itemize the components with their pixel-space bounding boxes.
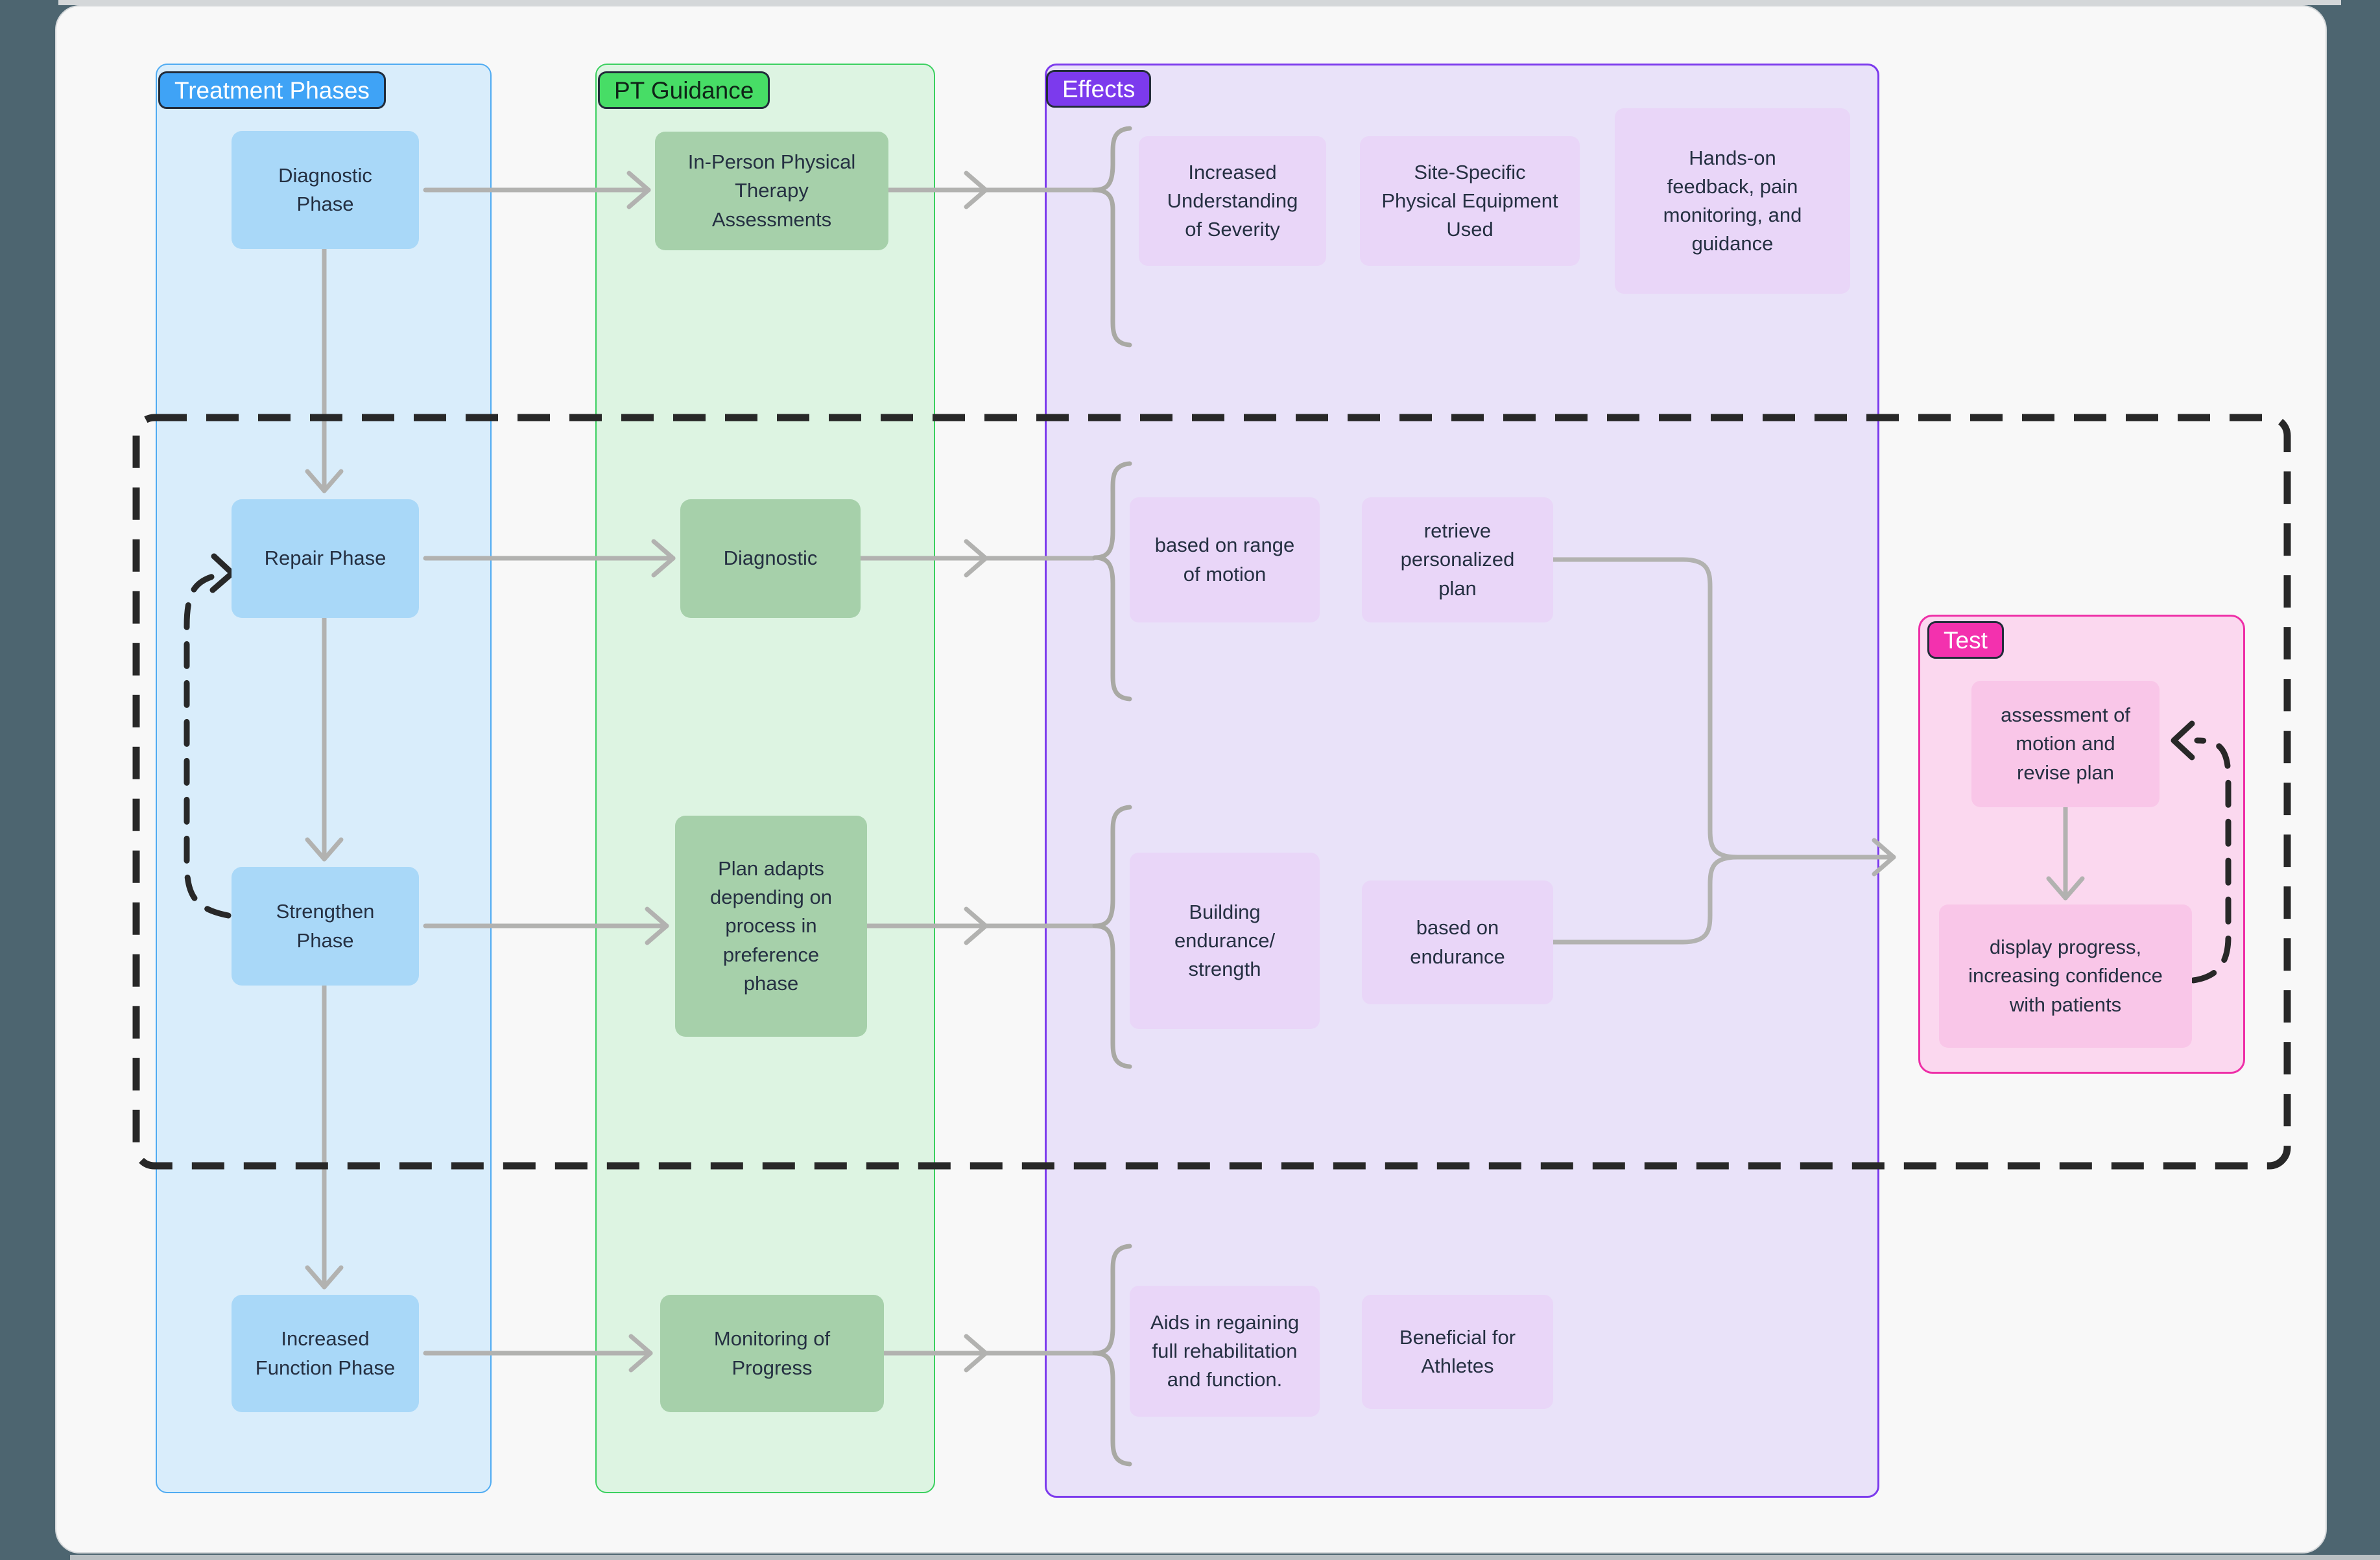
node-site-specific-equipment: Site-Specific Physical Equipment Used <box>1360 136 1580 266</box>
node-monitoring-progress: Monitoring of Progress <box>660 1295 884 1412</box>
node-inperson-assessments: In-Person Physical Therapy Assessments <box>655 132 888 250</box>
window-top-edge <box>58 0 2341 5</box>
node-building-endurance-strength: Building endurance/ strength <box>1130 853 1320 1029</box>
node-plan-adapts: Plan adapts depending on process in pref… <box>675 816 867 1037</box>
node-aids-regaining-function: Aids in regaining full rehabilitation an… <box>1130 1286 1320 1417</box>
node-increased-function-phase: Increased Function Phase <box>232 1295 419 1412</box>
node-display-progress: display progress, increasing confidence … <box>1939 904 2192 1048</box>
node-strengthen-phase: Strengthen Phase <box>232 867 419 986</box>
node-increased-understanding: Increased Understanding of Severity <box>1139 136 1326 266</box>
node-diagnostic: Diagnostic <box>680 499 861 618</box>
pill-test: Test <box>1927 621 2004 659</box>
node-hands-on-feedback: Hands-on feedback, pain monitoring, and … <box>1615 108 1850 294</box>
node-diagnostic-phase: Diagnostic Phase <box>232 131 419 249</box>
window-bottom-edge <box>70 1555 2380 1560</box>
pill-treatment-phases: Treatment Phases <box>158 71 386 109</box>
node-beneficial-for-athletes: Beneficial for Athletes <box>1362 1295 1553 1409</box>
node-repair-phase: Repair Phase <box>232 499 419 618</box>
node-based-on-endurance: based on endurance <box>1362 880 1553 1004</box>
node-assessment-revise-plan: assessment of motion and revise plan <box>1971 681 2160 807</box>
node-based-on-range-of-motion: based on range of motion <box>1130 497 1320 622</box>
node-retrieve-personalized-plan: retrieve personalized plan <box>1362 497 1553 622</box>
pill-effects: Effects <box>1046 70 1152 108</box>
column-pt-guidance <box>595 64 935 1493</box>
pill-pt-guidance: PT Guidance <box>598 71 770 109</box>
column-treatment-phases <box>156 64 492 1493</box>
